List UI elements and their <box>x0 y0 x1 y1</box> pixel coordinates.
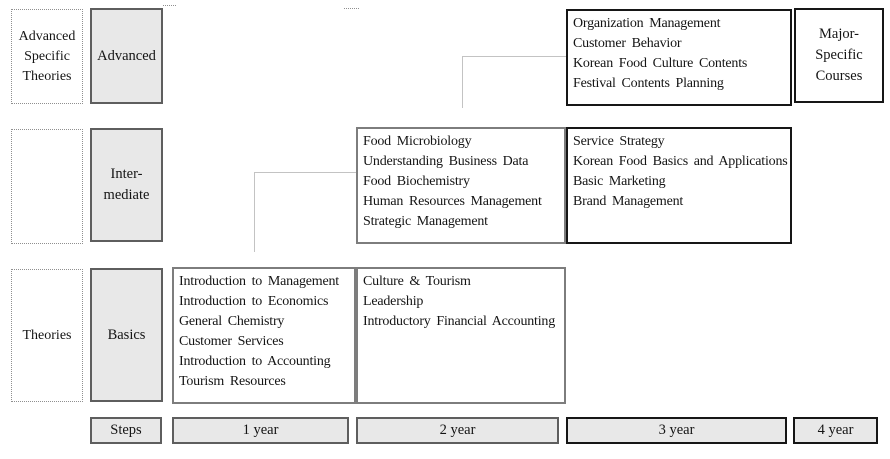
course-item: Culture & Tourism <box>363 274 471 289</box>
course-box-intermediate-year2: Food Microbiology Understanding Business… <box>356 127 566 244</box>
course-item: Introduction to Accounting <box>179 354 331 369</box>
connector-basics-to-intermediate-vertical <box>254 172 255 252</box>
course-item: Korean Food Basics and Applications <box>573 154 788 169</box>
footer-year3-box: 3 year <box>566 417 787 444</box>
footer-year1-box: 1 year <box>172 417 349 444</box>
step-label: Basics <box>107 326 146 343</box>
course-item: Introduction to Management <box>179 274 339 289</box>
footer-year-label: 4 year <box>817 422 854 438</box>
course-item: Human Resources Management <box>363 194 542 209</box>
step-box-basics: Basics <box>90 268 163 402</box>
course-box-basics-year1: Introduction to Management Introduction … <box>172 267 356 404</box>
step-box-advanced: Advanced <box>90 8 163 104</box>
course-box-intermediate-year3: Service Strategy Korean Food Basics and … <box>566 127 792 244</box>
course-label-line: Specific <box>815 47 863 63</box>
course-item: Brand Management <box>573 194 684 209</box>
course-item: Festival Contents Planning <box>573 76 724 91</box>
category-box-theories: Theories <box>11 269 83 402</box>
step-label-line: Inter- <box>110 166 143 182</box>
course-item: Service Strategy <box>573 134 665 149</box>
category-label-line: Advanced <box>18 28 76 44</box>
course-item: Tourism Resources <box>179 374 286 389</box>
footer-year-label: 2 year <box>439 422 476 438</box>
category-label-line: Specific <box>24 48 70 64</box>
course-box-basics-year2: Culture & Tourism Leadership Introductor… <box>356 267 566 404</box>
course-item: Customer Behavior <box>573 36 682 51</box>
step-label: Advanced <box>97 47 156 64</box>
course-item: Organization Management <box>573 16 721 31</box>
course-label-line: Major- <box>819 26 859 42</box>
course-box-major-specific-courses: Major- Specific Courses <box>794 8 884 103</box>
category-box-advanced-specific-theories: Advanced Specific Theories <box>11 9 83 104</box>
footer-year-label: 1 year <box>242 422 279 438</box>
footer-steps-box: Steps <box>90 417 162 444</box>
footer-year4-box: 4 year <box>793 417 878 444</box>
category-box-empty <box>11 129 83 244</box>
step-box-intermediate: Inter- mediate <box>90 128 163 242</box>
category-label-line: Theories <box>22 68 72 84</box>
category-label: Theories <box>22 327 72 343</box>
course-item: General Chemistry <box>179 314 285 329</box>
course-item: Basic Marketing <box>573 174 666 189</box>
connector-intermediate-to-advanced-horizontal <box>462 56 566 57</box>
course-item: Customer Services <box>179 334 284 349</box>
course-item: Leadership <box>363 294 424 309</box>
footer-year-label: 3 year <box>658 422 695 438</box>
dotted-line-fragment <box>163 5 176 6</box>
course-item: Food Biochemistry <box>363 174 470 189</box>
course-item: Korean Food Culture Contents <box>573 56 748 71</box>
course-item: Strategic Management <box>363 214 488 229</box>
footer-steps-label: Steps <box>110 422 142 438</box>
footer-year2-box: 2 year <box>356 417 559 444</box>
dotted-line-fragment <box>344 8 359 9</box>
course-item: Introductory Financial Accounting <box>363 314 556 329</box>
course-item: Understanding Business Data <box>363 154 529 169</box>
course-label-line: Courses <box>815 68 863 84</box>
connector-basics-to-intermediate-horizontal <box>254 172 356 173</box>
course-box-advanced-year3: Organization Management Customer Behavio… <box>566 9 792 106</box>
step-label-line: mediate <box>103 187 150 203</box>
connector-intermediate-to-advanced-vertical <box>462 56 463 108</box>
course-item: Introduction to Economics <box>179 294 329 309</box>
course-item: Food Microbiology <box>363 134 472 149</box>
